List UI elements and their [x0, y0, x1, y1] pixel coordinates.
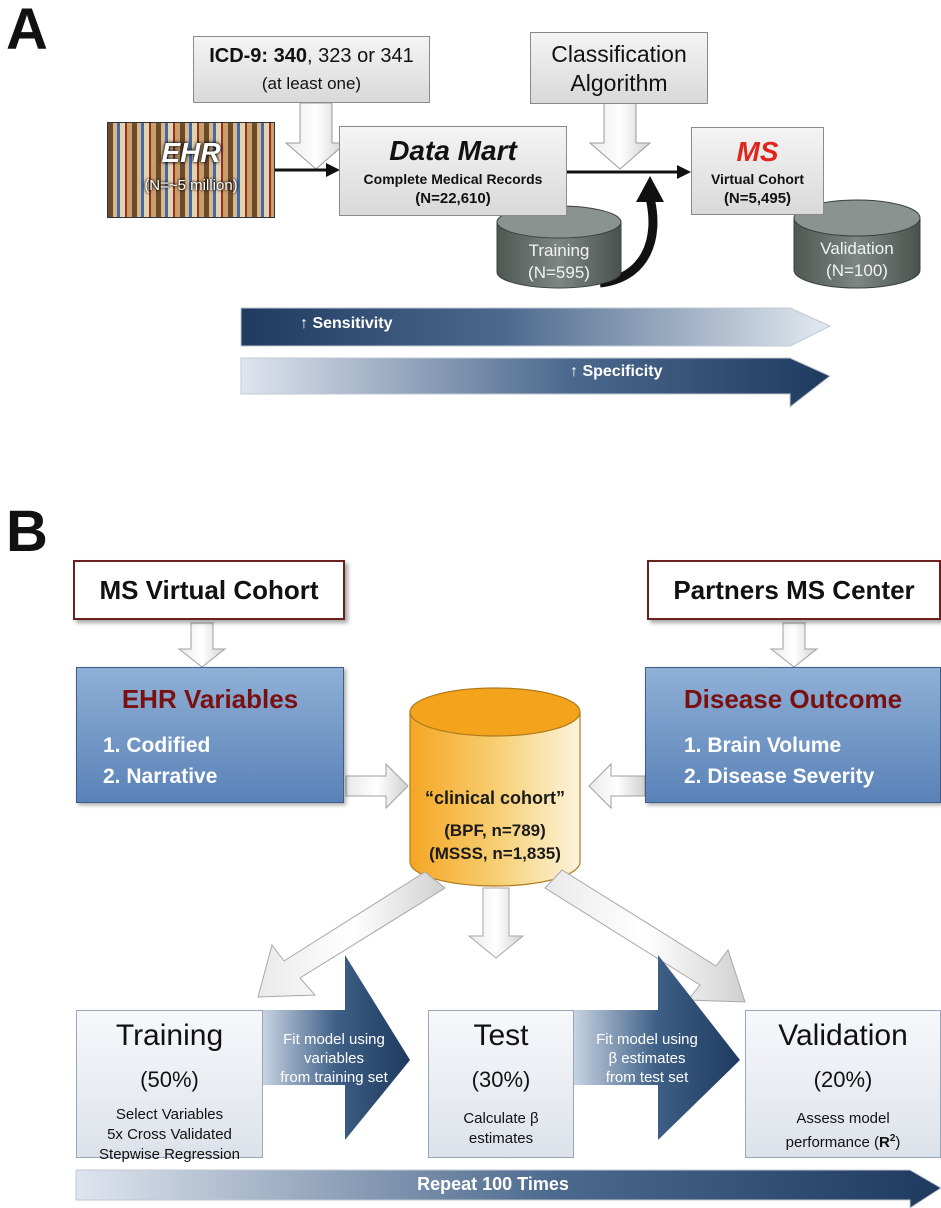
icd-criteria-box: ICD-9: 340, 323 or 341 (at least one) [193, 36, 430, 103]
panel-a-letter: A [6, 0, 48, 62]
validation-stage-pct: (20%) [813, 1067, 873, 1092]
test-stage-pct: (30%) [471, 1067, 531, 1092]
disease-outcome-title: Disease Outcome [683, 684, 903, 714]
training-desc-line: Stepwise Regression [99, 1146, 240, 1163]
training-stage-title: Training [115, 1019, 224, 1052]
ehr-variables-box: EHR Variables 1. Codified 2. Narrative [76, 667, 344, 803]
msvc-down-arrow [177, 622, 227, 668]
cohort-to-training-arrow [257, 871, 446, 998]
fit2-line: Fit model using [596, 1031, 698, 1048]
repeat-band [75, 1169, 941, 1208]
cohort-msss: (MSSS, n=1,835) [429, 844, 561, 863]
ehrvars-to-cohort-arrow [345, 762, 409, 810]
ehr-variable-item: 2. Narrative [103, 765, 218, 788]
partners-ms-center-box: Partners MS Center [647, 560, 941, 620]
ms-subtitle: Virtual Cohort [710, 171, 805, 187]
validation-desc-line: Assess model [796, 1110, 890, 1127]
cohort-to-validation-arrow [544, 869, 746, 1003]
fit2-line: β estimates [608, 1050, 686, 1067]
fit2-line: from test set [605, 1069, 689, 1086]
sensitivity-band [240, 307, 832, 347]
ms-count: (N=5,495) [723, 190, 792, 207]
validation-desc-suffix: ) [895, 1134, 901, 1151]
disease-outcome-item: 2. Disease Severity [684, 765, 875, 788]
ehr-variables-title: EHR Variables [121, 684, 299, 714]
test-desc-line: estimates [468, 1130, 534, 1147]
fit-arrow-2-text: Fit model using β estimates from test se… [574, 1030, 720, 1087]
classification-box: Classification Algorithm [530, 32, 708, 104]
cohort-bpf: (BPF, n=789) [444, 821, 546, 840]
clinical-cohort-label: “clinical cohort” [424, 788, 566, 808]
ehr-records-image: EHR (N=~5 million) [107, 122, 275, 218]
datamart-count: (N=22,610) [415, 190, 491, 207]
partners-down-arrow [769, 622, 819, 668]
validation-desc-line2: performance (R2) [746, 1129, 940, 1153]
ehr-label: EHR [161, 137, 221, 168]
training-label: Training [528, 241, 590, 260]
validation-stage-title: Validation [778, 1019, 908, 1052]
training-cylinder [496, 205, 622, 289]
ms-cohort-box: MS Virtual Cohort (N=5,495) [691, 127, 824, 215]
ms-title: MS [736, 136, 779, 167]
training-desc-line: Select Variables [115, 1106, 224, 1123]
panel-b-letter: B [6, 499, 48, 564]
training-desc-line: 5x Cross Validated [107, 1126, 232, 1143]
validation-cylinder-text: Validation (N=100) [794, 238, 920, 282]
disease-outcome-item: 1. Brain Volume [684, 734, 842, 757]
test-stage-title: Test [473, 1019, 529, 1052]
icd-note: (at least one) [261, 74, 362, 93]
specificity-band [240, 357, 831, 409]
classification-line1: Classification [551, 41, 687, 67]
specificity-label: ↑ Specificity [570, 363, 663, 380]
clinical-cohort-text: “clinical cohort” (BPF, n=789) (MSSS, n=… [410, 788, 580, 864]
icd-code-primary: 340 [273, 45, 308, 67]
training-stage-pct: (50%) [140, 1067, 199, 1092]
cohort-to-test-arrow [467, 887, 525, 959]
test-desc-line: Calculate β [463, 1110, 539, 1127]
validation-cylinder [793, 199, 921, 289]
r-squared-exponent: 2 [889, 1133, 896, 1144]
icd-prefix: ICD-9: [209, 45, 274, 67]
classification-down-arrow [588, 102, 652, 170]
validation-stage-box: Validation (20%) Assess model performanc… [745, 1010, 941, 1158]
fit1-line: Fit model using [283, 1031, 385, 1048]
training-cylinder-text: Training (N=595) [497, 240, 621, 284]
ms-virtual-cohort-box: MS Virtual Cohort [73, 560, 345, 620]
classification-line2: Algorithm [570, 70, 668, 96]
validation-desc-prefix: performance ( [785, 1134, 879, 1151]
icd-down-arrow [284, 102, 348, 170]
training-stage-box: Training (50%) Select Variables 5x Cross… [76, 1010, 263, 1163]
test-stage-box: Test (30%) Calculate β estimates [428, 1010, 574, 1158]
training-count: (N=595) [528, 263, 590, 282]
clinical-cohort-cylinder [409, 687, 581, 887]
datamart-subtitle: Complete Medical Records [363, 171, 543, 187]
disease-outcome-box: Disease Outcome 1. Brain Volume 2. Disea… [645, 667, 941, 803]
fit-arrow-1-text: Fit model using variables from training … [263, 1030, 405, 1087]
repeat-label: Repeat 100 Times [417, 1174, 569, 1194]
datamart-box: Data Mart Complete Medical Records (N=22… [339, 126, 567, 216]
fit1-line: from training set [280, 1069, 388, 1086]
ehr-variable-item: 1. Codified [103, 734, 211, 757]
icd-code-other: , 323 or 341 [307, 45, 414, 67]
fit-arrow-1 [263, 955, 410, 1140]
fit-arrow-2 [574, 955, 740, 1140]
ehr-count: (N=~5 million) [144, 177, 238, 194]
datamart-title: Data Mart [389, 135, 517, 166]
sensitivity-label: ↑ Sensitivity [300, 315, 393, 332]
validation-label: Validation [820, 239, 894, 258]
r-squared-symbol: R [878, 1134, 890, 1151]
validation-count: (N=100) [826, 261, 888, 280]
disease-to-cohort-arrow [588, 762, 646, 810]
fit1-line: variables [303, 1050, 365, 1067]
